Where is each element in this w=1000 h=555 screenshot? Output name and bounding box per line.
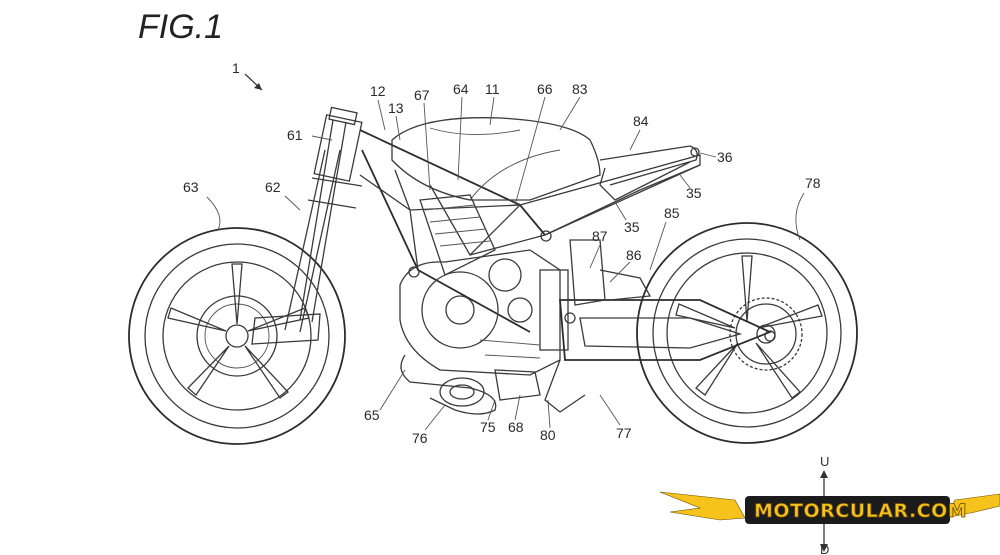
label-35-lower: 35 — [624, 219, 640, 235]
watermark-text: MOTORCULAR.COM — [754, 500, 967, 522]
label-12: 12 — [370, 83, 386, 99]
label-11: 11 — [485, 81, 500, 97]
label-63: 63 — [183, 179, 199, 195]
front-wheel — [128, 227, 346, 445]
label-75: 75 — [480, 419, 496, 435]
label-61: 61 — [287, 127, 303, 143]
leader-lines — [206, 96, 805, 431]
exhaust — [400, 354, 541, 415]
front-brake-disc — [196, 295, 278, 377]
label-67: 67 — [414, 87, 430, 103]
label-86: 86 — [626, 247, 642, 263]
label-13: 13 — [388, 100, 404, 116]
ref-main-arrowhead — [254, 83, 262, 90]
axis-down-label: D — [820, 542, 829, 555]
label-87: 87 — [592, 228, 608, 244]
watermark-logo: MOTORCULAR.COM — [659, 491, 1000, 524]
rear-shock — [569, 239, 606, 306]
label-36: 36 — [717, 149, 733, 165]
label-66: 66 — [537, 81, 553, 97]
label-80: 80 — [540, 427, 556, 443]
swingarm — [544, 239, 776, 413]
rear-wheel — [636, 222, 858, 444]
front-fork — [251, 106, 363, 345]
frame — [359, 129, 701, 333]
fuel-tank — [391, 117, 601, 201]
label-35-upper: 35 — [686, 185, 702, 201]
label-64: 64 — [453, 81, 469, 97]
label-84: 84 — [633, 113, 649, 129]
axis-up-label: U — [820, 454, 829, 469]
rear-sprocket — [729, 297, 803, 371]
label-62: 62 — [265, 179, 281, 195]
seat — [599, 145, 698, 201]
figure-title: FIG.1 — [138, 8, 223, 46]
crankcase-cover — [421, 271, 499, 349]
brake-caliper — [251, 313, 321, 345]
label-78: 78 — [805, 175, 821, 191]
label-85: 85 — [664, 205, 680, 221]
label-65: 65 — [364, 407, 380, 423]
label-83: 83 — [572, 81, 588, 97]
label-77: 77 — [616, 425, 632, 441]
reference-labels: 12 13 67 64 11 66 83 84 36 61 63 62 35 3… — [183, 81, 821, 446]
ref-main-label: 1 — [232, 60, 240, 76]
logo-left-wing — [659, 491, 746, 521]
label-76: 76 — [412, 430, 428, 446]
engine — [399, 194, 569, 376]
label-68: 68 — [508, 419, 524, 435]
logo-plate — [745, 496, 950, 524]
